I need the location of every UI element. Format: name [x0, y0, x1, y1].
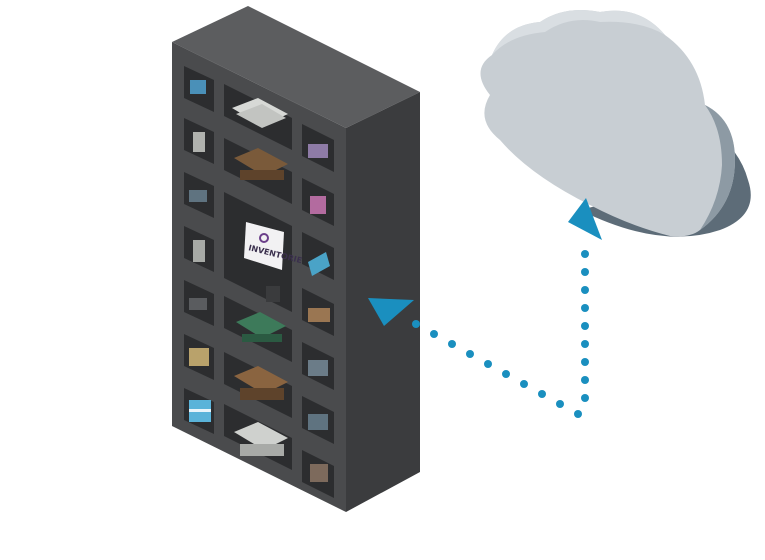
item-wood-rack: [234, 366, 288, 394]
item-green-stack-base: [242, 334, 282, 342]
arrow-left-icon: [368, 298, 414, 326]
item-brown-bottles: [310, 464, 328, 482]
cloud-icon: [480, 9, 751, 237]
items-center: [232, 98, 288, 456]
item-dark-parts: [189, 190, 207, 202]
items-right: [308, 144, 330, 482]
item-yellow-blocks: [189, 348, 209, 366]
item-striped-box: [308, 144, 328, 158]
item-dark-tools: [189, 298, 207, 310]
item-green-stack: [236, 312, 286, 338]
item-wood-pallet: [234, 148, 288, 176]
arrow-up-icon: [568, 198, 602, 240]
item-blue-screen-line: [189, 409, 211, 412]
item-grey-box: [193, 132, 205, 152]
vending-cabinet-icon: INVENTORIE: [172, 6, 420, 512]
item-blue-blocks: [190, 80, 206, 94]
item-white-boxes: [234, 422, 288, 450]
item-grey-parts: [308, 414, 328, 430]
item-wood-pallet-base: [240, 170, 284, 180]
items-left: [189, 80, 211, 422]
cloud-front: [480, 9, 735, 237]
cabinet-top: [172, 6, 420, 128]
item-white-boxes-base: [240, 444, 284, 456]
item-grey-cylinder: [193, 240, 205, 262]
screen-panel: [244, 222, 284, 270]
item-wood-rack-base: [240, 388, 284, 400]
screen-logo-icon: [259, 233, 269, 243]
connector-path: [412, 250, 589, 418]
cloud-highlight: [492, 9, 665, 55]
item-white-tiles-2: [236, 104, 286, 128]
item-pink-cross: [310, 196, 326, 214]
item-teal-box: [308, 252, 330, 276]
cloud-rim: [700, 105, 735, 230]
item-grey-blocks: [308, 360, 328, 376]
screen-slot: [266, 286, 280, 302]
item-brown-rolls: [308, 308, 330, 322]
